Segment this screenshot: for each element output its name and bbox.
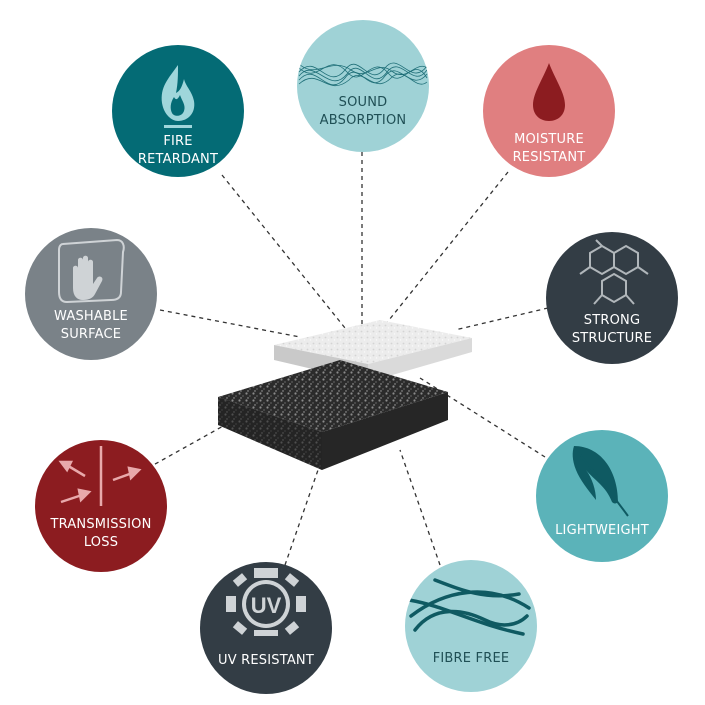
feature-fibre-free: FIBRE FREE bbox=[405, 560, 537, 692]
hand-cloth-icon bbox=[58, 238, 125, 304]
feature-strong-structure: STRONG STRUCTURE bbox=[546, 232, 678, 364]
feature-label: WASHABLE SURFACE bbox=[54, 309, 128, 342]
sound-wave-icon bbox=[298, 62, 428, 86]
svg-text:UV: UV bbox=[251, 593, 282, 618]
connector-transmission-loss bbox=[147, 424, 226, 469]
connector-fire-retardant bbox=[221, 174, 346, 329]
feature-label: TRANSMISSION LOSS bbox=[50, 517, 152, 550]
connector-lines bbox=[147, 152, 549, 566]
feature-lightweight: LIGHTWEIGHT bbox=[536, 430, 668, 562]
arrows-barrier-icon bbox=[58, 446, 142, 506]
feature-label: MOISTURE RESISTANT bbox=[512, 132, 586, 165]
feature-label: STRONG STRUCTURE bbox=[571, 313, 653, 346]
connector-washable-surface bbox=[159, 309, 301, 338]
feature-sound-absorption: SOUND ABSORPTION bbox=[297, 20, 429, 152]
feature-fire-retardant: FIRE RETARDANT bbox=[112, 45, 244, 177]
feature-label: LIGHTWEIGHT bbox=[555, 523, 649, 538]
feature-moisture-resistant: MOISTURE RESISTANT bbox=[483, 45, 615, 177]
feather-icon bbox=[572, 446, 629, 517]
dark-foam-panel bbox=[218, 360, 448, 470]
feature-uv-resistant: UV UV RESISTANT bbox=[200, 562, 332, 694]
feature-washable-surface: WASHABLE SURFACE bbox=[25, 228, 157, 360]
product-samples bbox=[218, 320, 472, 470]
uv-sun-icon: UV bbox=[226, 568, 306, 636]
connector-strong-structure bbox=[454, 307, 549, 331]
connector-fibre-free bbox=[399, 449, 441, 566]
water-drop-icon bbox=[533, 63, 565, 121]
feature-label: UV RESISTANT bbox=[217, 653, 314, 668]
fibre-strands-icon bbox=[407, 578, 531, 636]
feature-label: SOUND ABSORPTION bbox=[319, 95, 407, 128]
connector-moisture-resistant bbox=[384, 171, 509, 326]
flame-icon bbox=[161, 65, 195, 128]
feature-label: FIRE RETARDANT bbox=[137, 134, 219, 167]
molecule-icon bbox=[579, 239, 649, 305]
feature-transmission-loss: TRANSMISSION LOSS bbox=[35, 440, 167, 572]
feature-label: FIBRE FREE bbox=[432, 651, 510, 666]
connector-uv-resistant bbox=[284, 469, 319, 566]
